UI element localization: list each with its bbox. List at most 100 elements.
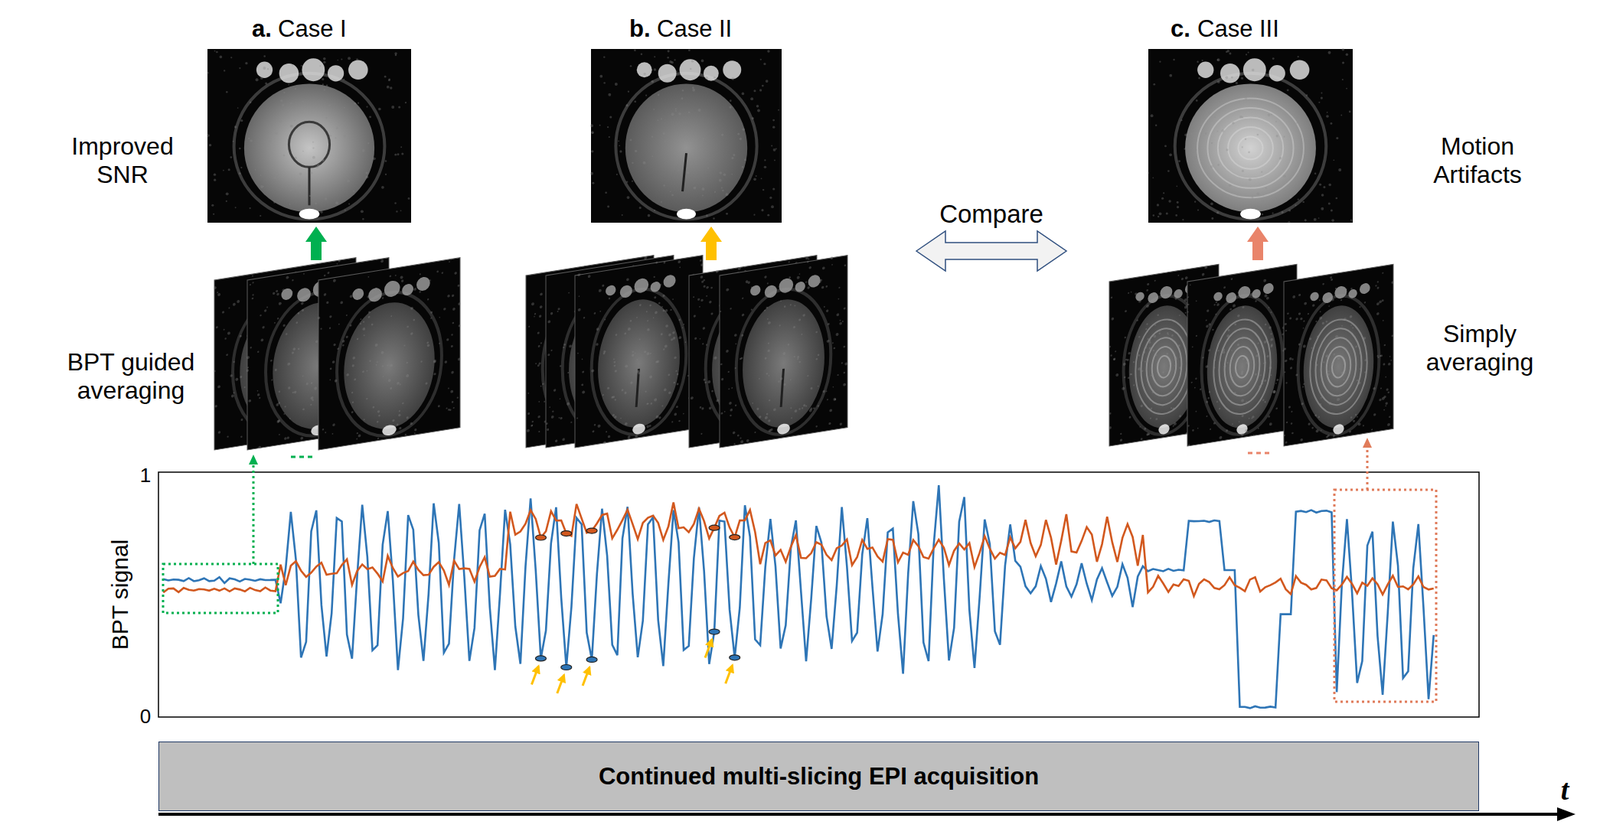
noise-speck — [213, 286, 217, 290]
noise-speck — [386, 364, 389, 366]
noise-speck — [734, 404, 737, 407]
noise-speck — [283, 323, 286, 327]
noise-speck — [1231, 376, 1234, 380]
noise-speck — [773, 408, 777, 412]
bright-spot — [632, 422, 646, 435]
noise-speck — [607, 387, 610, 391]
noise-speck — [1109, 426, 1112, 430]
noise-speck — [805, 404, 807, 407]
orbit-blob — [633, 277, 649, 294]
noise-speck — [418, 290, 422, 294]
noise-speck — [1258, 385, 1262, 389]
noise-speck — [1283, 136, 1286, 138]
noise-speck — [1152, 214, 1156, 217]
noise-speck — [1302, 201, 1304, 203]
noise-speck — [729, 414, 732, 417]
noise-speck — [653, 296, 657, 300]
noise-speck — [1234, 391, 1237, 395]
noise-speck — [669, 190, 672, 193]
noise-speck — [1152, 390, 1156, 394]
noise-speck — [1263, 279, 1267, 283]
brain-shape — [597, 293, 680, 434]
orbit-blob — [795, 280, 806, 293]
noise-speck — [257, 390, 259, 392]
noise-speck — [1175, 214, 1178, 217]
noise-speck — [1275, 120, 1277, 123]
noise-speck — [798, 361, 800, 364]
noise-speck — [1194, 156, 1198, 160]
bright-spot — [1158, 423, 1169, 435]
noise-speck — [334, 379, 338, 383]
noise-speck — [555, 439, 558, 443]
noise-speck — [1241, 336, 1245, 340]
noise-speck — [1296, 122, 1298, 125]
noise-speck — [1231, 121, 1235, 125]
noise-speck — [428, 279, 432, 282]
noise-speck — [268, 140, 272, 143]
noise-speck — [1297, 199, 1300, 201]
noise-speck — [721, 378, 724, 382]
noise-speck — [1256, 192, 1260, 196]
noise-speck — [644, 390, 647, 393]
noise-speck — [607, 93, 611, 97]
noise-speck — [1205, 365, 1209, 369]
noise-speck — [1242, 357, 1245, 360]
noise-speck — [538, 314, 542, 318]
noise-speck — [678, 420, 680, 423]
bright-spot — [382, 424, 397, 437]
noise-speck — [798, 408, 801, 411]
noise-speck — [247, 366, 249, 369]
noise-speck — [381, 186, 385, 190]
noise-speck — [671, 421, 673, 423]
noise-speck — [653, 398, 657, 402]
noise-speck — [822, 390, 825, 394]
noise-speck — [693, 186, 697, 190]
noise-speck — [258, 397, 261, 400]
noise-speck — [263, 186, 265, 188]
motion-ring — [1332, 355, 1346, 379]
noise-speck — [1222, 350, 1225, 354]
noise-speck — [309, 195, 311, 197]
noise-speck — [362, 327, 366, 331]
noise-speck — [537, 364, 540, 367]
noise-speck — [604, 319, 607, 321]
noise-speck — [721, 187, 723, 190]
noise-speck — [1246, 91, 1248, 93]
noise-speck — [219, 55, 223, 59]
image-background — [574, 255, 703, 448]
noise-speck — [1157, 215, 1160, 218]
motion-ring — [1227, 127, 1274, 170]
noise-speck — [1216, 303, 1220, 307]
noise-speck — [230, 56, 232, 59]
noise-speck — [275, 290, 278, 294]
noise-speck — [601, 284, 605, 288]
noise-speck — [352, 364, 355, 368]
noise-speck — [240, 418, 243, 422]
noise-speck — [215, 326, 219, 329]
noise-speck — [725, 287, 729, 291]
noise-speck — [1319, 183, 1322, 187]
noise-speck — [646, 320, 649, 322]
noise-speck — [284, 437, 288, 441]
noise-speck — [729, 99, 732, 102]
noise-speck — [1266, 355, 1269, 359]
noise-speck — [335, 201, 339, 205]
noise-speck — [391, 419, 395, 423]
noise-speck — [581, 390, 585, 394]
noise-speck — [1155, 124, 1157, 126]
noise-speck — [613, 358, 615, 360]
noise-speck — [790, 417, 793, 419]
noise-speck — [275, 173, 279, 177]
noise-speck — [1120, 433, 1122, 436]
noise-speck — [238, 147, 242, 151]
noise-speck — [1189, 284, 1192, 286]
noise-speck — [719, 310, 722, 313]
noise-speck — [763, 62, 766, 66]
noise-speck — [297, 347, 301, 350]
noise-speck — [1217, 80, 1221, 84]
noise-speck — [322, 428, 324, 432]
noise-speck — [689, 68, 692, 70]
noise-speck — [1234, 323, 1237, 326]
noise-speck — [228, 168, 231, 171]
skull-rim — [591, 281, 687, 442]
